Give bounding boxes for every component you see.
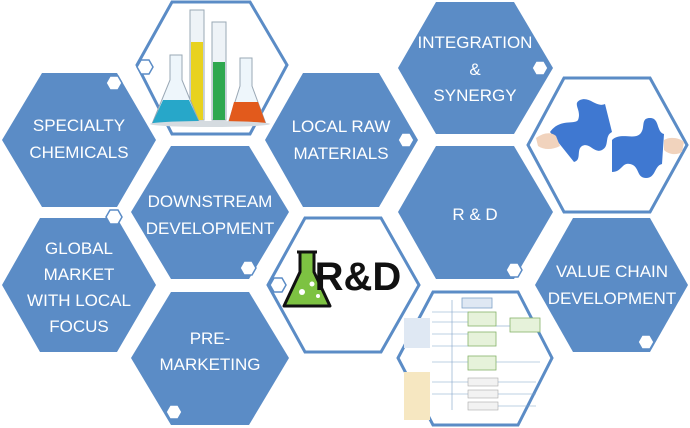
value-chain-line-1: VALUE CHAIN bbox=[556, 262, 668, 281]
downstream-line-2: DEVELOPMENT bbox=[146, 219, 274, 238]
hexagon-downstream-development: DOWNSTREAM DEVELOPMENT bbox=[131, 146, 289, 279]
hexagon-badge-icon bbox=[505, 262, 523, 278]
hexagon-badge-icon bbox=[397, 132, 415, 148]
pre-marketing-line-2: MARKETING bbox=[159, 355, 260, 374]
hexagon-specialty-chemicals: SPECIALTY CHEMICALS bbox=[2, 73, 156, 207]
rd-logo-hexagon: R&D bbox=[266, 216, 421, 354]
hexagon-r-and-d: R & D bbox=[398, 146, 553, 279]
process-flowchart-image bbox=[404, 297, 541, 420]
hexagon-local-raw-materials: LOCAL RAW MATERIALS bbox=[265, 73, 418, 207]
local-raw-materials-line-1: LOCAL RAW bbox=[292, 117, 391, 136]
r-and-d-label: R & D bbox=[452, 205, 497, 224]
integration-line-3: SYNERGY bbox=[433, 86, 516, 105]
hexagon-badge-icon bbox=[105, 75, 123, 91]
specialty-chemicals-line-2: CHEMICALS bbox=[29, 143, 128, 162]
hexagon-badge-icon bbox=[136, 59, 154, 75]
hexagon-badge-icon bbox=[531, 60, 549, 76]
integration-line-1: INTEGRATION bbox=[418, 33, 533, 52]
global-market-line-4: FOCUS bbox=[49, 317, 109, 336]
hexagon-integration-synergy: INTEGRATION & SYNERGY bbox=[398, 2, 553, 134]
flask-logo-icon bbox=[282, 250, 332, 308]
hexagon-badge-icon bbox=[637, 334, 655, 350]
rd-logo-text: R&D bbox=[315, 255, 402, 299]
hexagon-pre-marketing: PRE- MARKETING bbox=[131, 292, 289, 425]
puzzle-hexagon bbox=[526, 76, 689, 214]
lab-glassware-hexagon bbox=[135, 0, 289, 136]
global-market-line-2: MARKET bbox=[44, 265, 115, 284]
specialty-chemicals-line-1: SPECIALTY bbox=[33, 116, 125, 135]
hexagon-badge-icon bbox=[165, 404, 183, 420]
hexagon-badge-icon bbox=[239, 260, 257, 276]
puzzle-image bbox=[536, 99, 684, 178]
pre-marketing-line-1: PRE- bbox=[190, 329, 231, 348]
global-market-line-3: WITH LOCAL bbox=[27, 291, 131, 310]
value-chain-line-2: DEVELOPMENT bbox=[548, 289, 676, 308]
local-raw-materials-line-2: MATERIALS bbox=[293, 144, 388, 163]
lab-glassware-image bbox=[150, 9, 270, 127]
global-market-line-1: GLOBAL bbox=[45, 239, 113, 258]
process-flowchart-hexagon bbox=[396, 290, 554, 427]
hexagon-badge-icon bbox=[269, 277, 287, 293]
hexagon-badge-icon bbox=[105, 209, 123, 225]
integration-line-2: & bbox=[469, 60, 481, 79]
downstream-line-1: DOWNSTREAM bbox=[148, 192, 273, 211]
hexagon-global-market: GLOBAL MARKET WITH LOCAL FOCUS bbox=[2, 209, 156, 352]
hexagon-value-chain-development: VALUE CHAIN DEVELOPMENT bbox=[535, 218, 688, 352]
